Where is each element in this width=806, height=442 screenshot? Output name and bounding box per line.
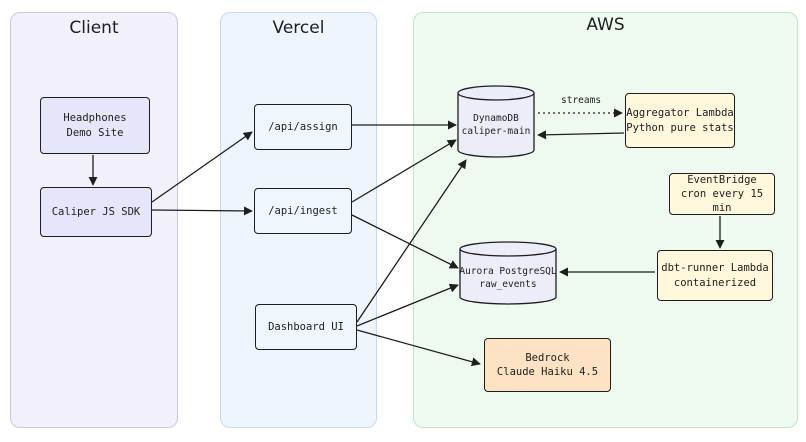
dashboard-ui-label: Dashboard UI xyxy=(268,320,344,333)
dbt-runner-lambda-label-1: dbt-runner Lambda xyxy=(661,262,769,275)
streams-edge-label: streams xyxy=(561,95,602,106)
api-assign-node[interactable]: /api/assign xyxy=(254,104,352,150)
aggregator-lambda-node[interactable]: Aggregator Lambda Python pure stats xyxy=(625,93,735,148)
dbt-runner-lambda-label-2: containerized xyxy=(673,276,757,289)
headphones-demo-site-node[interactable]: Headphones Demo Site xyxy=(40,97,150,154)
aggregator-lambda-label-1: Aggregator Lambda xyxy=(626,107,734,120)
aurora-label-2: raw_events xyxy=(479,278,537,290)
aws-zone-title: AWS xyxy=(586,15,625,35)
caliper-js-sdk-node[interactable]: Caliper JS SDK xyxy=(40,187,152,237)
api-assign-label: /api/assign xyxy=(268,120,338,133)
headphones-demo-site-label-1: Headphones xyxy=(63,112,127,125)
headphones-demo-site-label-2: Demo Site xyxy=(66,126,124,139)
api-ingest-node[interactable]: /api/ingest xyxy=(254,188,352,234)
vercel-zone-title: Vercel xyxy=(272,18,325,38)
eventbridge-node[interactable]: EventBridge cron every 15 min xyxy=(669,173,775,215)
dashboard-ui-node[interactable]: Dashboard UI xyxy=(255,304,357,350)
aurora-label: Aurora PostgreSQL raw_events xyxy=(456,266,560,292)
bedrock-label-2: Claude Haiku 4.5 xyxy=(496,366,599,378)
client-zone-title: Client xyxy=(69,18,119,38)
dbt-runner-lambda-node[interactable]: dbt-runner Lambda containerized xyxy=(657,250,773,301)
dynamodb-label: DynamoDB caliper-main xyxy=(458,113,534,139)
eventbridge-label-2: cron every 15 min xyxy=(680,187,764,215)
aurora-label-1: Aurora PostgreSQL xyxy=(459,266,557,277)
eventbridge-label-1: EventBridge xyxy=(687,173,757,186)
dynamodb-label-1: DynamoDB xyxy=(473,113,519,124)
aggregator-lambda-label-2: Python pure stats xyxy=(626,121,734,134)
caliper-js-sdk-label: Caliper JS SDK xyxy=(51,205,141,218)
dynamodb-label-2: caliper-main xyxy=(461,125,531,137)
bedrock-node[interactable]: Bedrock Claude Haiku 4.5 xyxy=(484,338,611,392)
bedrock-label-1: Bedrock xyxy=(525,351,570,364)
api-ingest-label: /api/ingest xyxy=(268,204,338,217)
